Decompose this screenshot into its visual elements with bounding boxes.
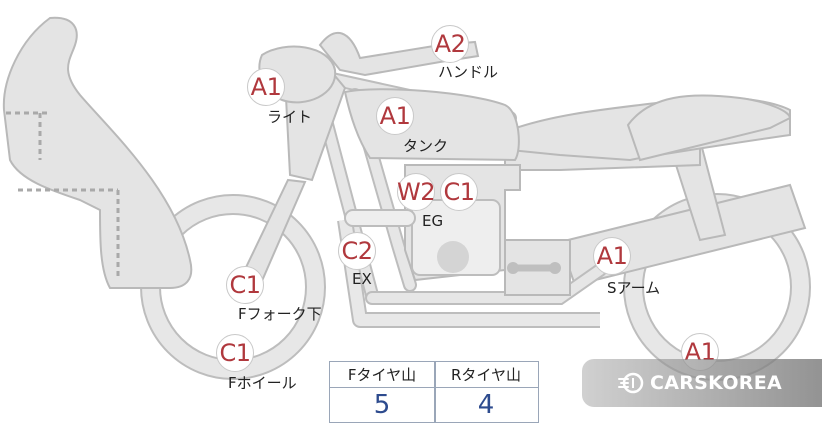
exhaust-header bbox=[344, 209, 416, 227]
marker-s-arm: A1 bbox=[593, 237, 631, 275]
label-exhaust: EX bbox=[352, 270, 372, 288]
front-tread-header: Fタイヤ山 bbox=[330, 362, 434, 388]
marker-f-fork: C1 bbox=[226, 266, 264, 304]
table-divider bbox=[434, 362, 436, 422]
watermark-text: CARSKOREA bbox=[650, 372, 782, 394]
marker-handle: A2 bbox=[431, 25, 469, 63]
engine-cover bbox=[437, 241, 469, 273]
marker-engine-c: C1 bbox=[440, 173, 478, 211]
label-light: ライト bbox=[267, 108, 313, 126]
label-s-arm: Sアーム bbox=[607, 279, 661, 297]
marker-f-wheel: C1 bbox=[216, 334, 254, 372]
front-tread-value: 5 bbox=[373, 390, 391, 420]
tire-tread-table: Fタイヤ山 Rタイヤ山 5 4 bbox=[329, 361, 539, 423]
label-engine: EG bbox=[422, 212, 444, 230]
marker-light: A1 bbox=[247, 68, 285, 106]
handlebar bbox=[318, 31, 480, 77]
marker-r-wheel: A1 bbox=[681, 333, 719, 371]
label-f-wheel: Fホイール bbox=[228, 374, 297, 392]
carskorea-watermark: CARSKOREA bbox=[582, 359, 822, 407]
rear-tread-value: 4 bbox=[477, 390, 495, 420]
tail-cowl bbox=[626, 94, 792, 162]
marker-tank: A1 bbox=[376, 97, 414, 135]
label-tank: タンク bbox=[403, 137, 449, 155]
frame-bottom-rail-inner bbox=[367, 265, 605, 303]
carskorea-logo-icon bbox=[618, 372, 644, 394]
front-fairing bbox=[2, 16, 193, 289]
label-handle: ハンドル bbox=[438, 63, 499, 81]
label-f-fork: Fフォーク下 bbox=[238, 305, 322, 323]
rear-tread-header: Rタイヤ山 bbox=[434, 362, 538, 388]
marker-engine-w: W2 bbox=[397, 173, 436, 211]
marker-exhaust: C2 bbox=[338, 232, 376, 270]
